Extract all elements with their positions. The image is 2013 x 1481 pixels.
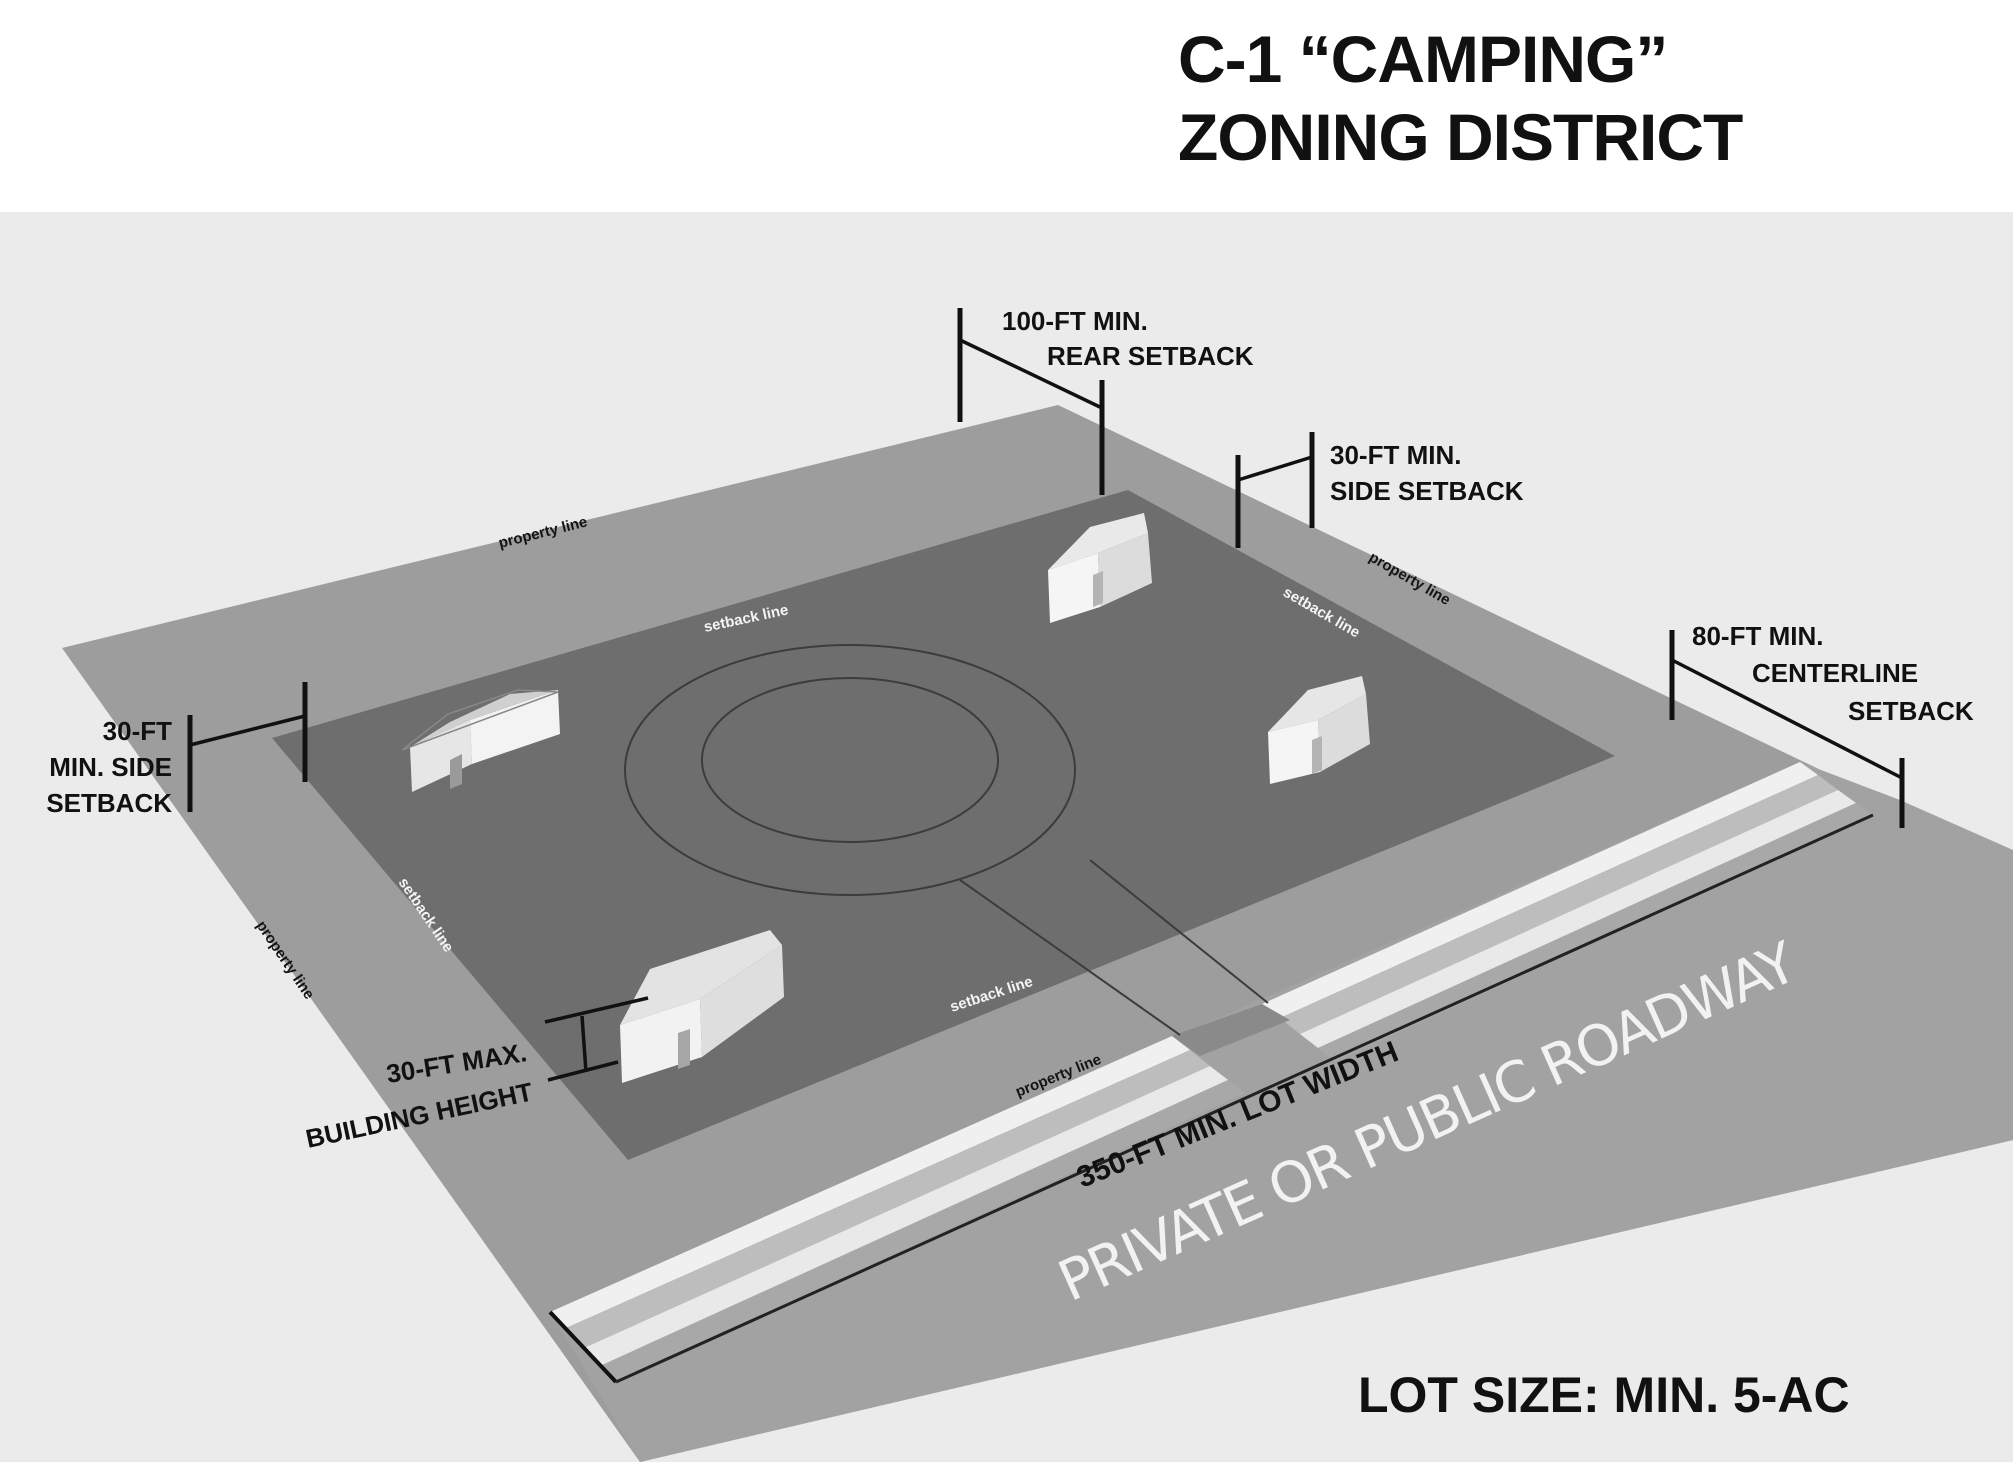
building-icon (401, 689, 560, 792)
side-setback-label-left: 30-FT MIN. SIDE SETBACK (46, 716, 172, 818)
building-icon (620, 930, 784, 1083)
side-setback-label-right: 30-FT MIN. SIDE SETBACK (1330, 440, 1524, 506)
side-setback-right-line-2: SIDE SETBACK (1330, 476, 1524, 506)
circular-drive (624, 644, 1269, 1036)
buildable-area (272, 490, 1615, 1160)
roadway-surface (550, 762, 2013, 1462)
centerline-setback-label: 80-FT MIN. CENTERLINE SETBACK (1692, 621, 1974, 726)
side-setback-left-line-3: SETBACK (46, 788, 172, 818)
building-icon (1048, 513, 1152, 623)
rear-setback-label: 100-FT MIN. REAR SETBACK (1002, 306, 1254, 371)
page-title-line-1: C-1 “CAMPING” (1178, 22, 1667, 96)
side-setback-right-line-1: 30-FT MIN. (1330, 440, 1461, 470)
driveway (1172, 1004, 1290, 1056)
centerline-setback-line-2: CENTERLINE (1752, 658, 1918, 688)
page-title-line-2: ZONING DISTRICT (1178, 100, 1743, 174)
building-icon (1268, 676, 1370, 784)
rear-setback-line-2: REAR SETBACK (1047, 341, 1254, 371)
centerline-setback-line-3: SETBACK (1848, 696, 1974, 726)
side-setback-left-line-1: 30-FT (103, 716, 172, 746)
roadway-stripes (548, 762, 1874, 1384)
centerline-setback-line-1: 80-FT MIN. (1692, 621, 1823, 651)
lot-size-label: LOT SIZE: MIN. 5-AC (1358, 1367, 1850, 1423)
side-setback-left-line-2: MIN. SIDE (49, 752, 172, 782)
rear-setback-line-1: 100-FT MIN. (1002, 306, 1148, 336)
dimension-lines (187, 308, 1905, 1082)
